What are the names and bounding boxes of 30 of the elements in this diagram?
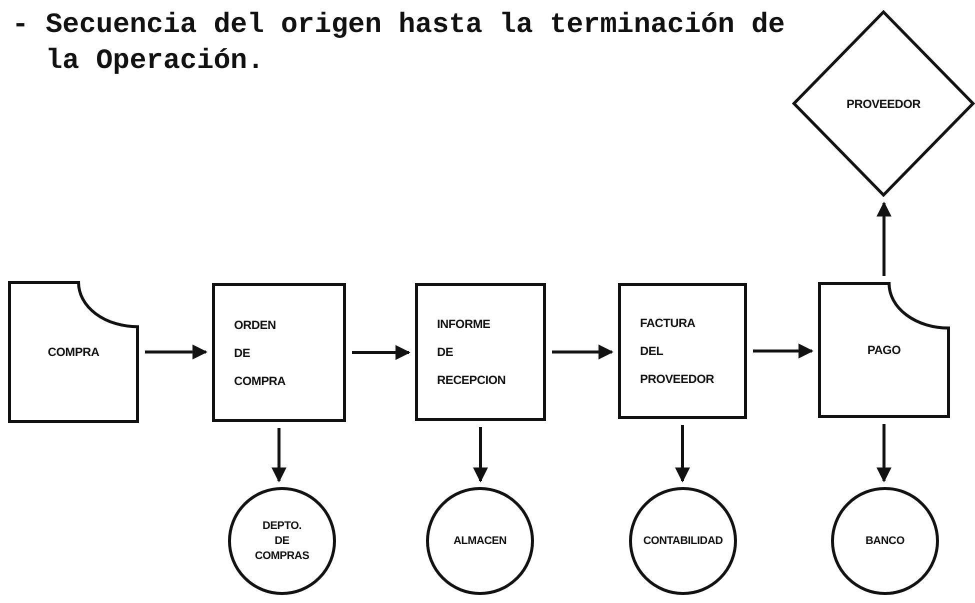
arrow	[145, 344, 208, 360]
document-card	[818, 282, 950, 418]
node-label: BANCO	[866, 534, 904, 548]
node-label: ORDEN DE COMPRA	[234, 316, 286, 390]
circle-node	[228, 487, 336, 595]
node-label: INFORME DE RECEPCION	[437, 316, 506, 389]
node-label: FACTURA DEL PROVEEDOR	[640, 315, 714, 388]
process-box	[618, 283, 747, 419]
node-label: PROVEEDOR	[846, 96, 920, 112]
node-label: PAGO	[867, 342, 901, 359]
process-box	[415, 283, 546, 421]
circle-node	[831, 487, 939, 595]
arrow	[473, 427, 488, 482]
arrow	[675, 425, 690, 482]
node-label: CONTABILIDAD	[643, 534, 723, 548]
process-box	[212, 283, 346, 422]
arrow	[876, 202, 892, 276]
arrow	[552, 344, 614, 360]
arrow	[876, 424, 892, 482]
decision-diamond	[792, 10, 975, 197]
circle-node	[629, 487, 737, 595]
arrow	[272, 428, 286, 482]
arrow	[352, 345, 410, 360]
node-label: COMPRA	[48, 344, 100, 361]
node-label: ALMACEN	[453, 534, 507, 548]
heading: - Secuencia del origen hasta la terminación de la Operación.	[12, 9, 786, 79]
document-card	[8, 281, 139, 423]
arrow	[753, 344, 814, 358]
circle-node	[426, 487, 534, 595]
node-label: DEPTO. DE COMPRAS	[254, 518, 310, 564]
